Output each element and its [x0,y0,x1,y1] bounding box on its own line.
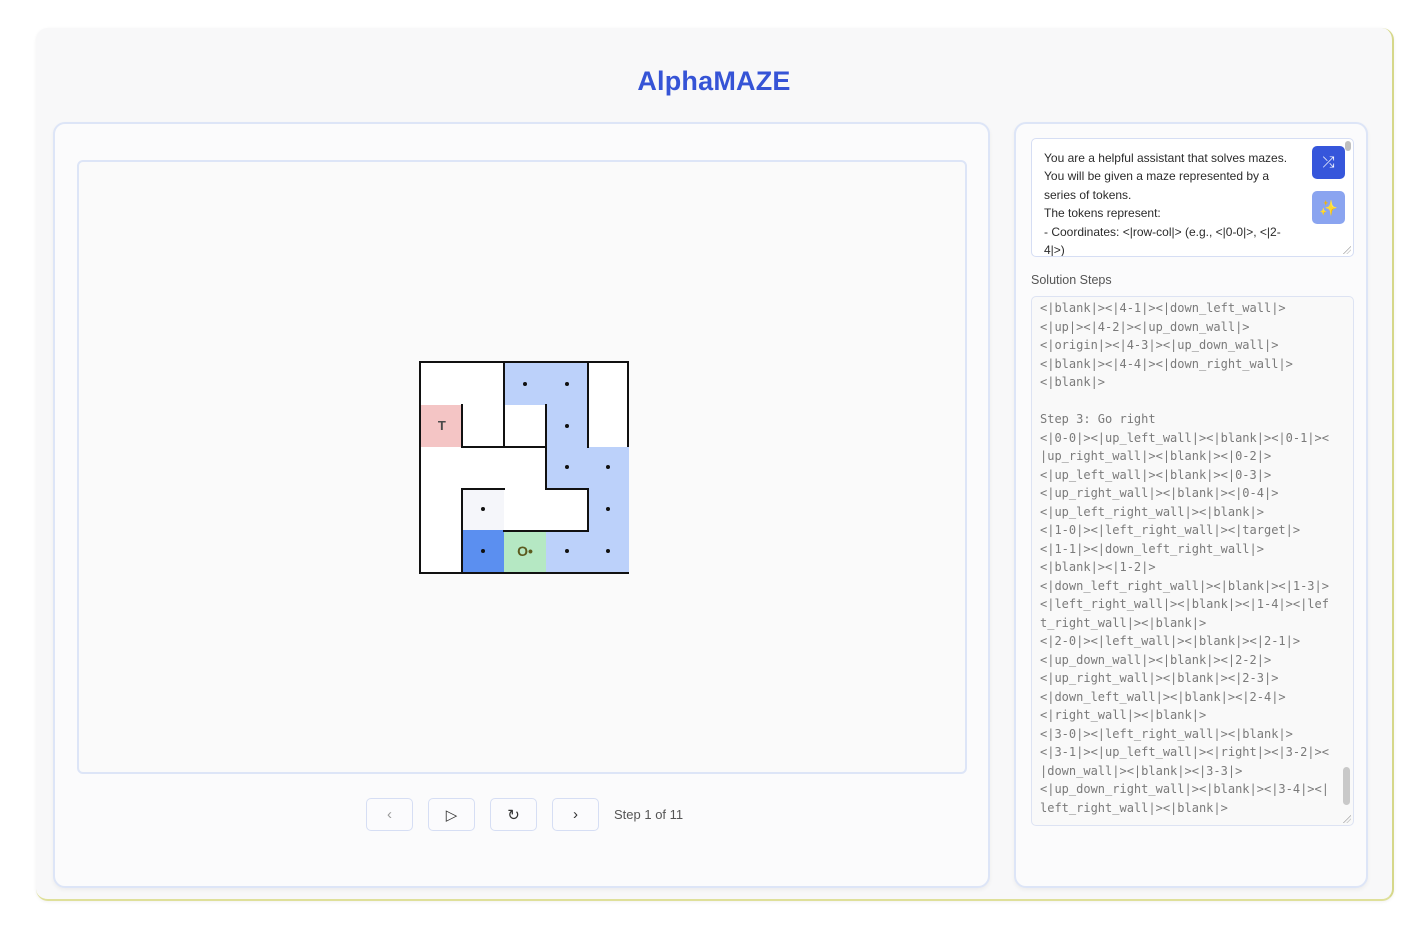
maze-wall [503,530,589,532]
shuffle-icon: ⤮ [1322,154,1335,171]
path-dot-icon [564,381,569,386]
resize-handle[interactable] [1343,815,1351,823]
chevron-left-icon: ‹ [387,806,392,823]
solution-steps-label: Solution Steps [1031,273,1112,287]
reset-button[interactable]: ↻ [490,798,537,831]
app-title: AlphaMAZE [637,66,791,96]
previous-step-button[interactable]: ‹ [366,798,413,831]
path-dot-icon [564,549,569,554]
maze-cell-visited_light [462,488,505,531]
maze-cell-path [545,530,588,572]
maze-panel: O• T ‹ ▷ ↻ [53,122,990,888]
solution-steps-text: <|blank|><|4-1|><|down_left_wall|> <|up|… [1040,301,1329,815]
side-panel: You are a helpful assistant that solves … [1014,122,1368,888]
playback-controls: ‹ ▷ ↻ › Step 1 of 11 [366,798,683,831]
path-dot-icon [564,465,569,470]
resize-handle[interactable] [1343,246,1351,254]
maze-cell-path [587,530,629,572]
path-dot-icon [522,381,527,386]
maze-cell-path [587,488,629,531]
maze-wall [461,404,463,447]
maze-wall [461,488,463,574]
maze-cell-current [462,530,505,572]
solution-steps-textarea[interactable]: <|blank|><|4-1|><|down_left_wall|> <|up|… [1031,296,1354,826]
maze-cell-path [545,446,588,489]
maze-wall [461,488,505,490]
path-dot-icon [606,549,611,554]
maze-cell-target: T [421,404,463,447]
chevron-right-icon: › [573,806,578,823]
maze-grid: O• T [419,361,629,574]
maze-canvas: O• T [77,160,967,774]
play-button[interactable]: ▷ [428,798,475,831]
reset-icon: ↻ [507,806,520,824]
maze-wall [545,404,547,490]
maze-cell-path [545,404,588,447]
step-counter: Step 1 of 11 [614,807,684,822]
maze-cell-path [545,363,588,405]
prompt-scrollbar[interactable] [1345,141,1351,151]
maze-cell-path [587,446,629,489]
path-dot-icon [606,507,611,512]
path-dot-icon [606,465,611,470]
prompt-textarea[interactable]: You are a helpful assistant that solves … [1031,138,1354,257]
play-icon: ▷ [445,806,458,824]
next-step-button[interactable]: › [552,798,599,831]
maze-cell-origin: O• [504,530,546,572]
maze-cell-path [504,363,546,405]
maze-wall [587,488,589,532]
app-frame: AlphaMAZE O• T ‹ ▷ [36,28,1394,901]
path-dot-icon [564,423,569,428]
path-dot-icon [481,507,486,512]
origin-marker-icon: O• [517,543,533,560]
target-marker: T [437,418,446,434]
steps-scrollbar[interactable] [1343,767,1350,805]
maze-wall [503,363,505,448]
prompt-text: You are a helpful assistant that solves … [1044,151,1288,257]
maze-wall [545,488,589,490]
magic-wand-icon: ✨ [1319,199,1338,217]
shuffle-maze-button[interactable]: ⤮ [1312,146,1345,179]
solve-button[interactable]: ✨ [1312,191,1345,224]
path-dot-icon [481,549,486,554]
maze-wall [587,363,589,448]
